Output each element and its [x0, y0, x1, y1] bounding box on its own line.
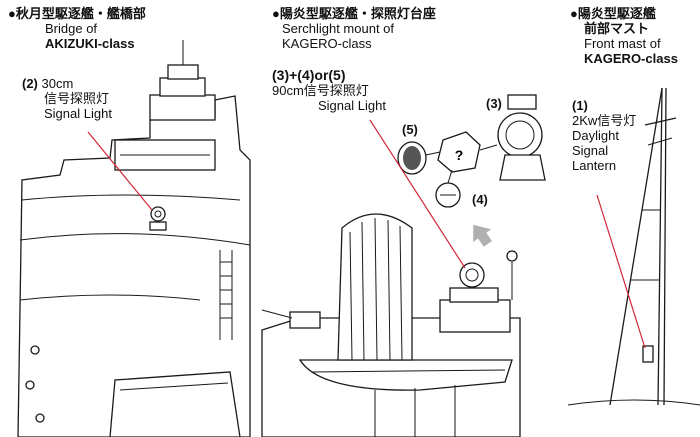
- kagero-mount-header-en2: KAGERO-class: [282, 36, 372, 51]
- akizuki-bridge-drawing: [17, 40, 251, 437]
- kagero-mast-header-en1: Front mast of: [584, 36, 661, 51]
- kagero-mount-header: ●陽炎型駆逐艦・探照灯台座 Serchlight mount of KAGERO…: [272, 6, 436, 51]
- kagero-mast-drawing: [567, 87, 700, 406]
- callout-size-3: 90cm信号探照灯: [272, 83, 369, 98]
- part-label-5: (5): [402, 122, 418, 137]
- part-5-lens: [397, 141, 427, 175]
- callout-line3-1: Signal: [572, 143, 609, 158]
- kagero-mast-header: ●陽炎型駆逐艦 前部マスト Front mast of KAGERO-class: [570, 6, 678, 66]
- leader-line-2: [87, 131, 153, 211]
- callout-line1-1: 2Kw信号灯: [572, 113, 637, 128]
- callout-number-2: (2): [22, 76, 38, 91]
- akizuki-callout: (2) 30cm 信号探照灯 Signal Light: [22, 76, 112, 121]
- kagero-mast-header-en2: KAGERO-class: [584, 51, 678, 66]
- kagero-mount-header-en1: Serchlight mount of: [282, 21, 395, 36]
- kagero-mount-header-jp: ●陽炎型駆逐艦・探照灯台座: [272, 6, 436, 21]
- callout-line2-1: Daylight: [572, 128, 619, 143]
- callout-en-2: Signal Light: [44, 106, 112, 121]
- ladder: [219, 250, 233, 340]
- hexagon-junction: [437, 131, 481, 173]
- akizuki-header-en1: Bridge of: [45, 21, 98, 36]
- callout-size-2: 30cm: [41, 76, 74, 91]
- callout-line4-1: Lantern: [572, 158, 617, 173]
- part-3-searchlight: [497, 94, 546, 181]
- callout-en-3: Signal Light: [318, 98, 386, 113]
- daylight-lantern: [642, 345, 654, 363]
- kagero-mount-callout: (3)+(4)or(5) 90cm信号探照灯 Signal Light: [272, 67, 386, 114]
- part-label-4: (4): [472, 192, 488, 207]
- leader-line-1: [596, 194, 646, 349]
- akizuki-header: ●秋月型駆逐艦・艦橋部 Bridge of AKIZUKI-class: [8, 6, 146, 51]
- part-label-3: (3): [486, 96, 502, 111]
- kagero-mount-drawing: ?: [261, 94, 546, 437]
- akizuki-signal-light: [149, 206, 167, 231]
- down-arrow-icon: [473, 224, 492, 247]
- part-4-base: [435, 182, 461, 208]
- callout-number-1: (1): [572, 98, 588, 113]
- leader-line-3: [369, 119, 466, 269]
- question-mark-icon: ?: [455, 147, 464, 163]
- kagero-mast-header-jp2: 前部マスト: [584, 21, 650, 36]
- akizuki-header-en2: AKIZUKI-class: [45, 36, 135, 51]
- akizuki-header-jp: ●秋月型駆逐艦・艦橋部: [8, 6, 146, 21]
- kagero-searchlight: [459, 262, 485, 288]
- callout-jp-2: 信号探照灯: [44, 91, 110, 106]
- kagero-mast-header-jp: ●陽炎型駆逐艦: [570, 6, 656, 21]
- option-expression: (3)+(4)or(5): [272, 67, 346, 83]
- kagero-mast-callout: (1) 2Kw信号灯 Daylight Signal Lantern: [572, 98, 636, 173]
